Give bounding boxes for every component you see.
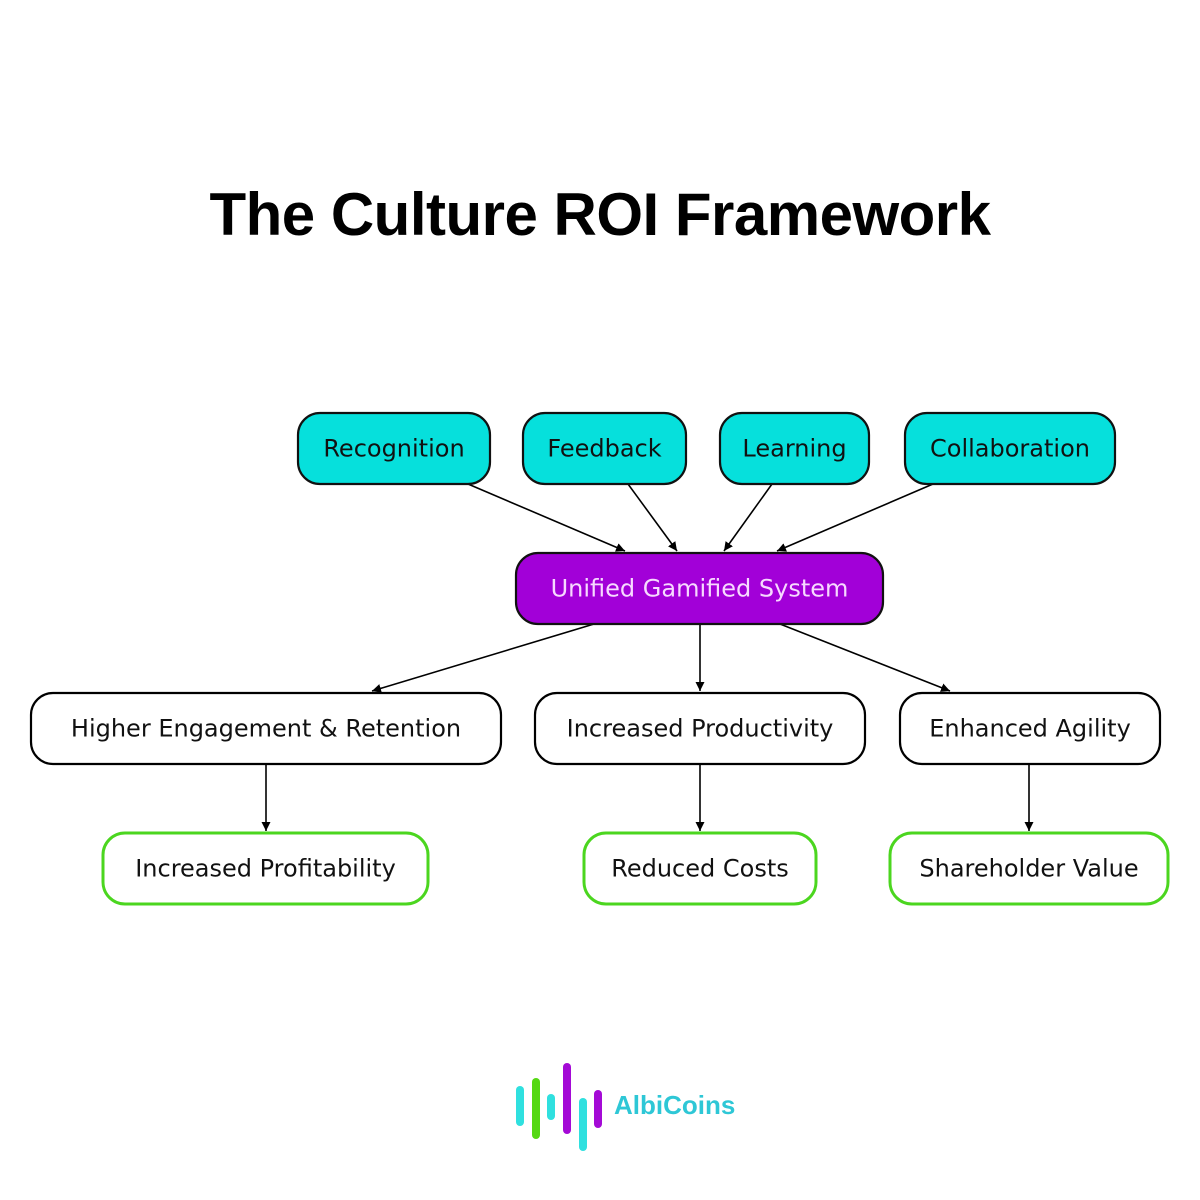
node-learning: Learning [718,411,871,486]
node-label: Increased Profitability [135,855,396,883]
nodes-layer: Recognition Feedback Learning Collaboration… [29,411,1170,906]
node-label: Collaboration [930,435,1090,463]
edge-unified-to-engagement [371,623,595,693]
node-label: Learning [742,435,846,463]
node-costs: Reduced Costs [582,831,818,906]
node-box [533,691,867,766]
node-box [29,691,503,766]
node-label: Enhanced Agility [929,715,1131,743]
node-box [521,411,688,486]
edge-learning-to-unified [723,483,773,552]
node-box [888,831,1170,906]
node-collaboration: Collaboration [903,411,1117,486]
node-box [903,411,1117,486]
node-box [898,691,1162,766]
node-unified: Unified Gamified System [514,551,885,626]
sound-wave-bars-icon [516,1063,602,1151]
node-box [718,411,871,486]
node-feedback: Feedback [521,411,688,486]
node-box [582,831,818,906]
node-recognition: Recognition [296,411,492,486]
node-label: Unified Gamified System [551,575,849,603]
edge-feedback-to-unified [627,483,678,552]
node-profitability: Increased Profitability [101,831,430,906]
node-engagement: Higher Engagement & Retention [29,691,503,766]
node-label: Feedback [547,435,661,463]
node-box [101,831,430,906]
node-label: Shareholder Value [919,855,1138,883]
node-label: Recognition [323,435,464,463]
node-shareholder: Shareholder Value [888,831,1170,906]
edge-unified-to-agility [779,623,951,692]
edge-recognition-to-unified [467,483,626,552]
node-productivity: Increased Productivity [533,691,867,766]
edges-layer [261,483,1034,831]
node-label: Higher Engagement & Retention [71,715,461,743]
edge-collaboration-to-unified [776,483,934,552]
node-agility: Enhanced Agility [898,691,1162,766]
node-label: Increased Productivity [567,715,834,743]
node-box [296,411,492,486]
node-box [514,551,885,626]
page-title: The Culture ROI Framework [209,181,991,248]
node-label: Reduced Costs [611,855,789,883]
brand-logo-text: AlbiCoins [614,1090,736,1120]
